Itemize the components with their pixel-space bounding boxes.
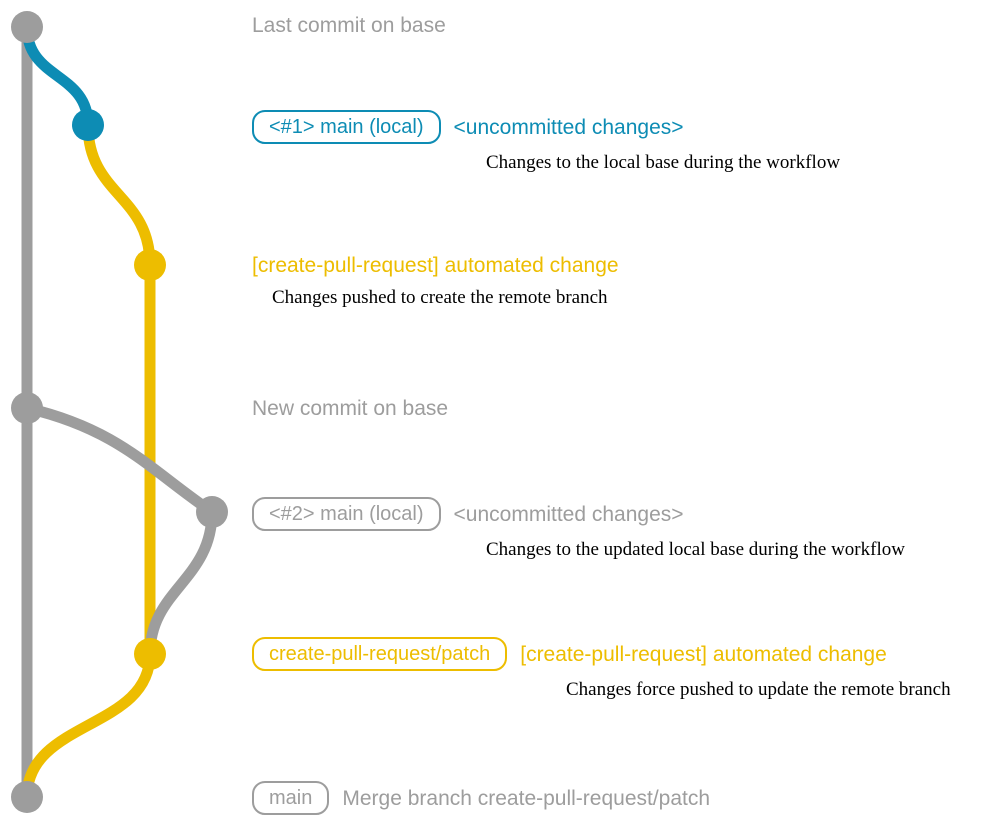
ref-line-local-2: <#2> main (local) <uncommitted changes> [252,497,905,531]
node-base-new[interactable] [11,392,43,424]
commit-message-patch-1: [create-pull-request] automated change [252,254,619,277]
row-last-commit-on-base: Last commit on base [252,13,446,39]
ref-line-local-1: <#1> main (local) <uncommitted changes> [252,110,840,144]
edge-patch2-to-merge [21,648,156,803]
commit-description-local-2: Changes to the updated local base during… [486,539,905,560]
edge-basenew-to-local2 [21,402,218,518]
row-commit-patch-2: create-pull-request/patch [create-pull-r… [252,637,951,701]
heading-last-commit-on-base: Last commit on base [252,14,446,37]
heading-new-commit-on-base: New commit on base [252,397,449,420]
branch-badge-local-2[interactable]: <#2> main (local) [252,497,441,531]
branch-badge-main[interactable]: main [252,781,330,815]
ref-line-merge-main: main Merge branch create-pull-request/pa… [252,781,710,815]
row-commit-merge-main: main Merge branch create-pull-request/pa… [252,781,710,815]
node-patch-2[interactable] [134,638,166,670]
node-patch-1[interactable] [134,249,166,281]
commit-description-patch-1: Changes pushed to create the remote bran… [272,287,608,308]
commit-message-merge-main: Merge branch create-pull-request/patch [342,786,711,810]
edge-local1-to-patch1 [82,119,156,271]
commit-description-local-1: Changes to the local base during the wor… [486,152,841,173]
branch-badge-patch-2[interactable]: create-pull-request/patch [252,637,508,671]
node-base-merge[interactable] [11,781,43,813]
node-local-1[interactable] [72,109,104,141]
commit-message-local-2: <uncommitted changes> [453,502,684,526]
row-commit-local-2: <#2> main (local) <uncommitted changes> … [252,497,905,561]
branch-badge-local-1[interactable]: <#1> main (local) [252,110,441,144]
commit-nodes [11,11,228,813]
row-commit-patch-1: [create-pull-request] automated change C… [252,253,619,309]
row-new-commit-on-base: New commit on base [252,396,448,422]
edge-local2-to-patch2 [144,506,218,660]
commit-description-patch-2: Changes force pushed to update the remot… [566,679,951,700]
edge-base-to-local1 [21,21,94,131]
row-commit-local-1: <#1> main (local) <uncommitted changes> … [252,110,840,174]
node-local-2[interactable] [196,496,228,528]
commit-message-patch-2: [create-pull-request] automated change [520,642,887,666]
commit-message-local-1: <uncommitted changes> [453,115,684,139]
node-base-last[interactable] [11,11,43,43]
ref-line-patch-2: create-pull-request/patch [create-pull-r… [252,637,951,671]
